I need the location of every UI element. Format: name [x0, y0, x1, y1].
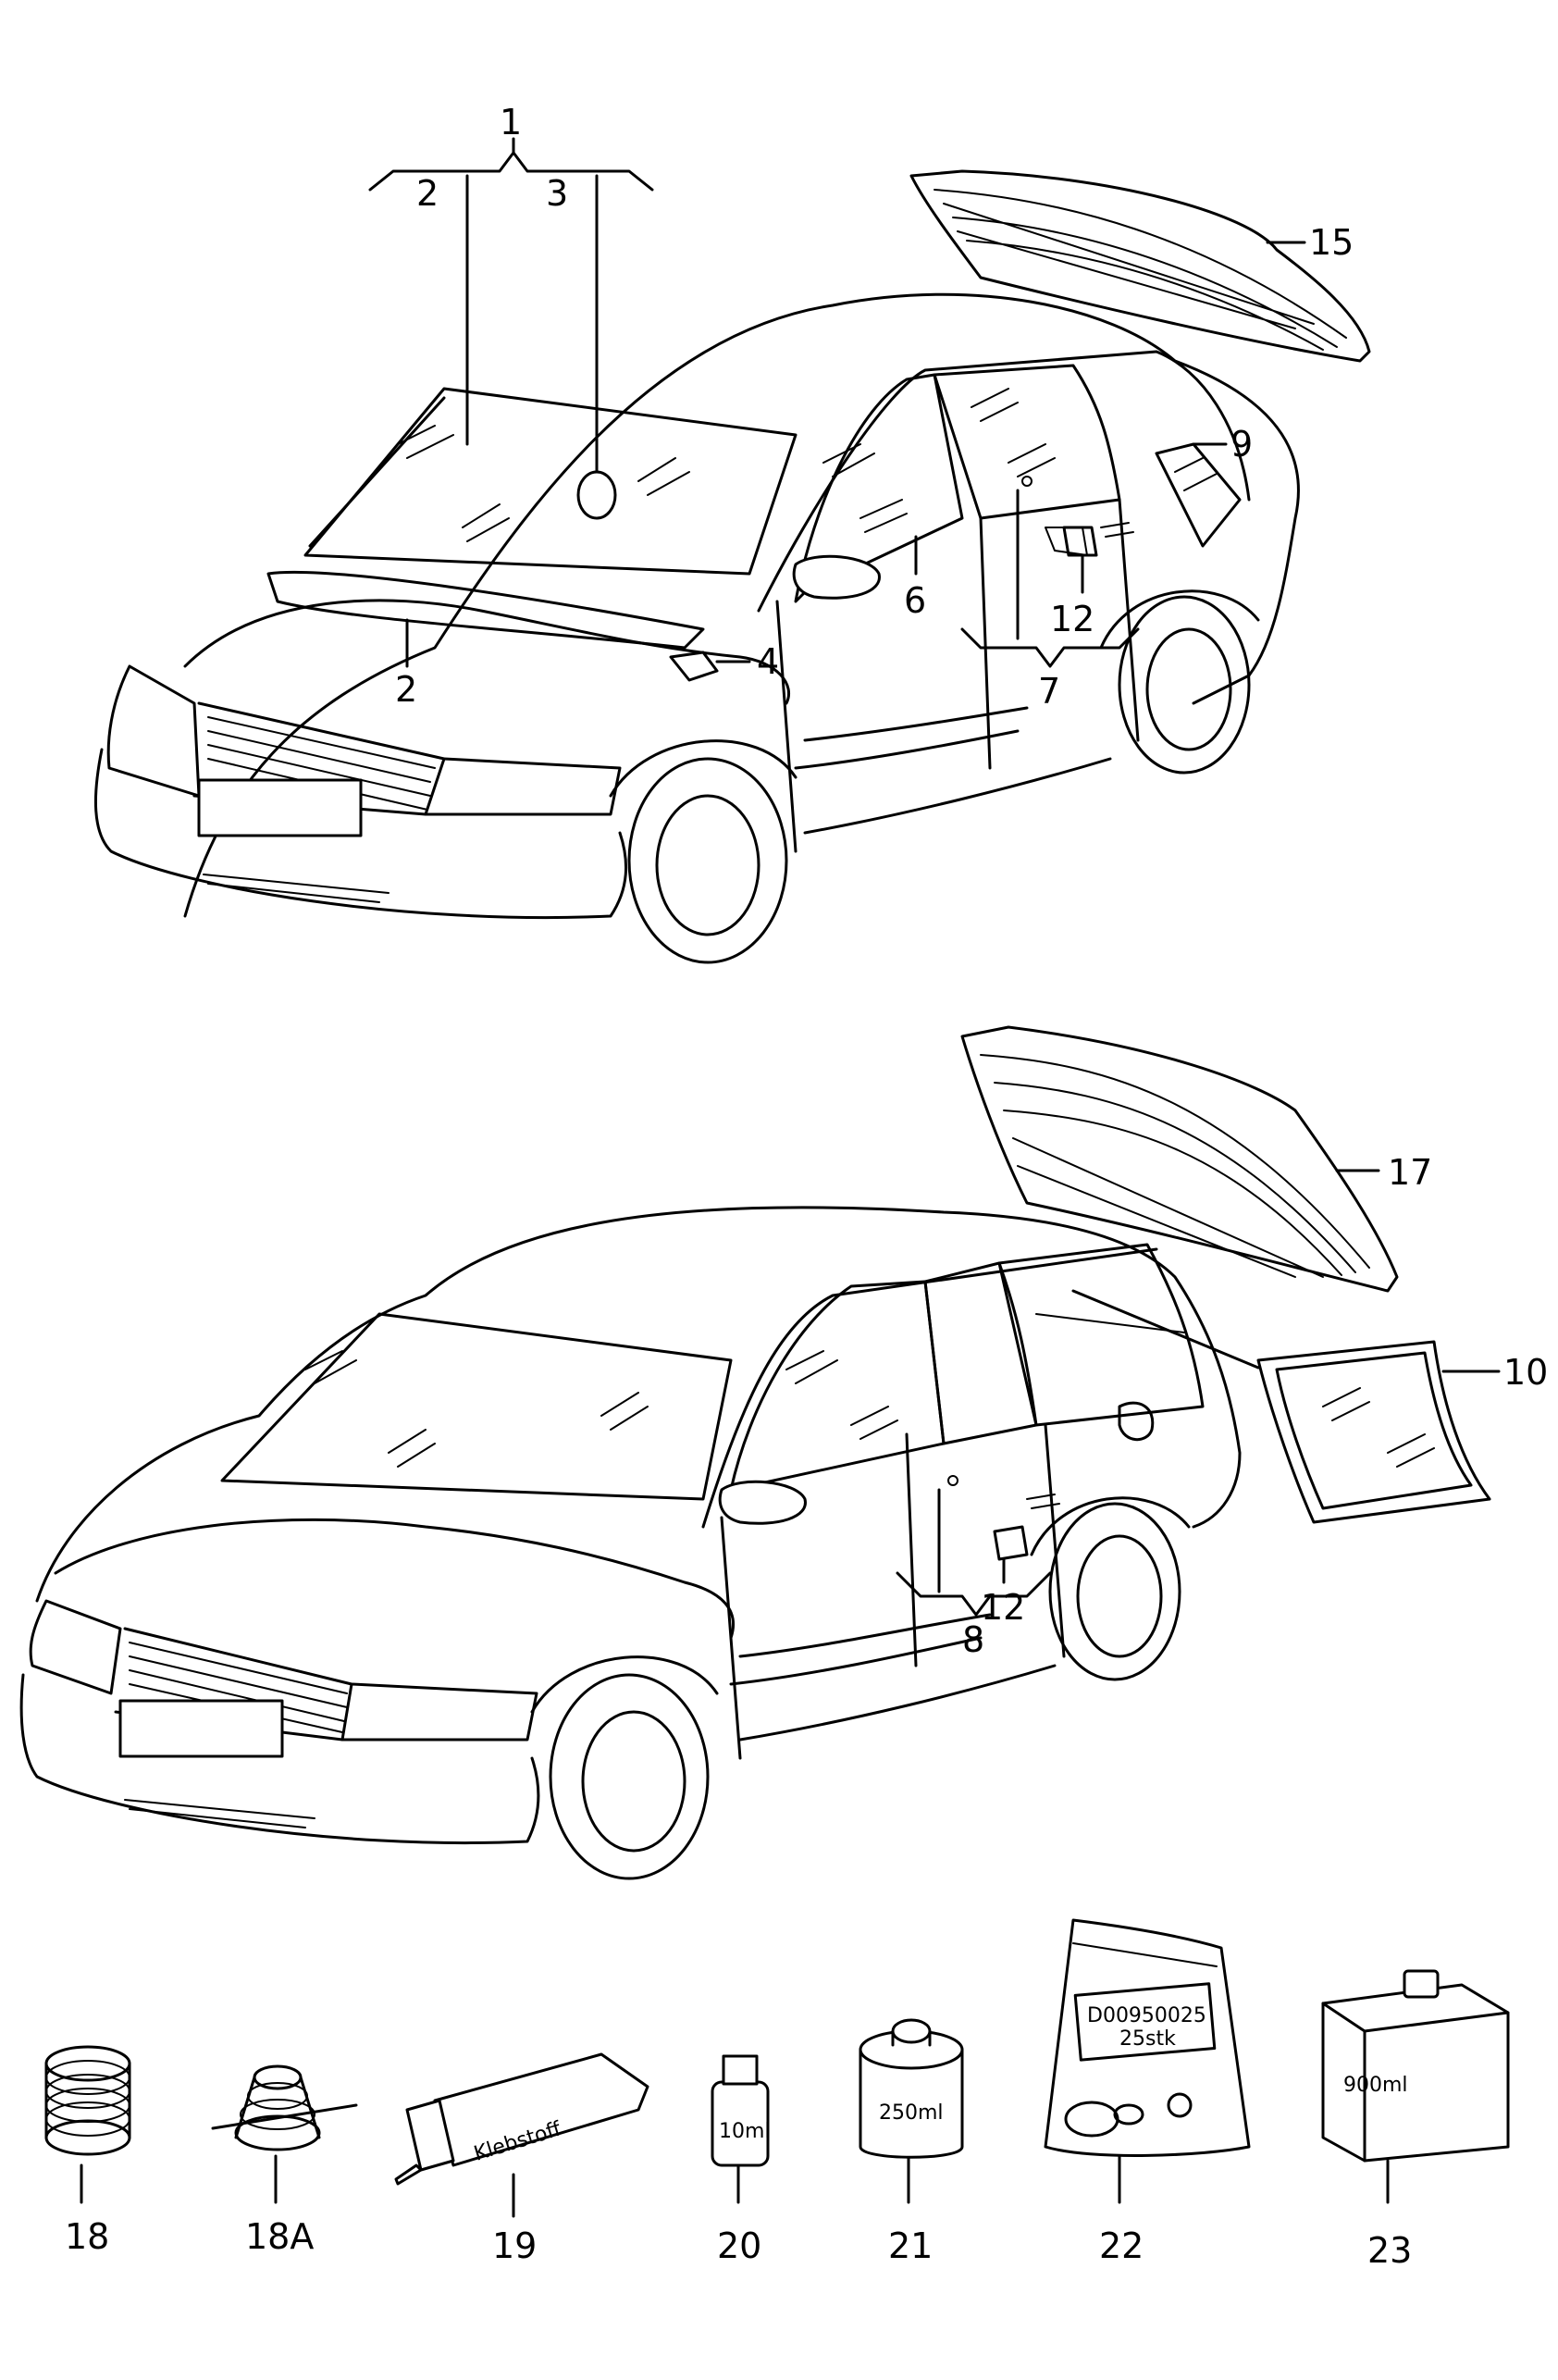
callout-2-top: 2 [416, 173, 439, 214]
canister-label: 900ml [1343, 2074, 1408, 2097]
callout-12-top: 12 [1050, 599, 1094, 639]
can-label: 250ml [879, 2101, 944, 2125]
callout-18a: 18A [245, 2216, 314, 2257]
callout-22: 22 [1099, 2225, 1144, 2266]
callout-23: 23 [1367, 2230, 1412, 2271]
canister-icon: 900ml [1321, 1969, 1510, 2163]
rear-window-icon [909, 169, 1371, 363]
can-icon: 250ml [859, 2018, 964, 2159]
bottle-label: 10ml [719, 2120, 771, 2143]
coil-icon [44, 2045, 131, 2156]
callout-10: 10 [1503, 1352, 1548, 1393]
cone-coil-icon [211, 2064, 358, 2151]
callout-19: 19 [492, 2225, 537, 2266]
side-window-icon [1256, 1340, 1491, 1524]
bag-icon: D00950025 25stk [1044, 1918, 1251, 2157]
callout-6: 6 [904, 580, 926, 621]
leader-lines [80, 137, 1501, 2218]
callout-9: 9 [1230, 424, 1253, 465]
callout-18: 18 [65, 2216, 109, 2257]
callout-17: 17 [1388, 1152, 1432, 1193]
callout-7: 7 [1038, 671, 1060, 712]
rear-window-icon [960, 1025, 1399, 1293]
callout-2-bottom: 2 [395, 669, 417, 710]
bag-label-count: 25stk [1119, 2027, 1176, 2051]
sedan-illustration [94, 292, 1300, 964]
callouts: 1 2 3 15 9 6 12 4 2 7 17 10 12 8 18 18A … [65, 102, 1548, 2271]
callout-12-bottom: 12 [981, 1587, 1025, 1628]
callout-8: 8 [962, 1619, 984, 1660]
adhesive-tube-icon: Klebstoff [394, 2052, 649, 2186]
bag-label-code: D00950025 [1087, 2004, 1206, 2027]
callout-1: 1 [500, 102, 522, 143]
callout-15: 15 [1309, 222, 1354, 263]
callout-4: 4 [757, 641, 779, 682]
bottle-icon: 10ml [711, 2054, 771, 2167]
callout-20: 20 [717, 2225, 761, 2266]
callout-21: 21 [888, 2225, 933, 2266]
callout-3: 3 [546, 173, 568, 214]
wagon-illustration [19, 1206, 1242, 1880]
